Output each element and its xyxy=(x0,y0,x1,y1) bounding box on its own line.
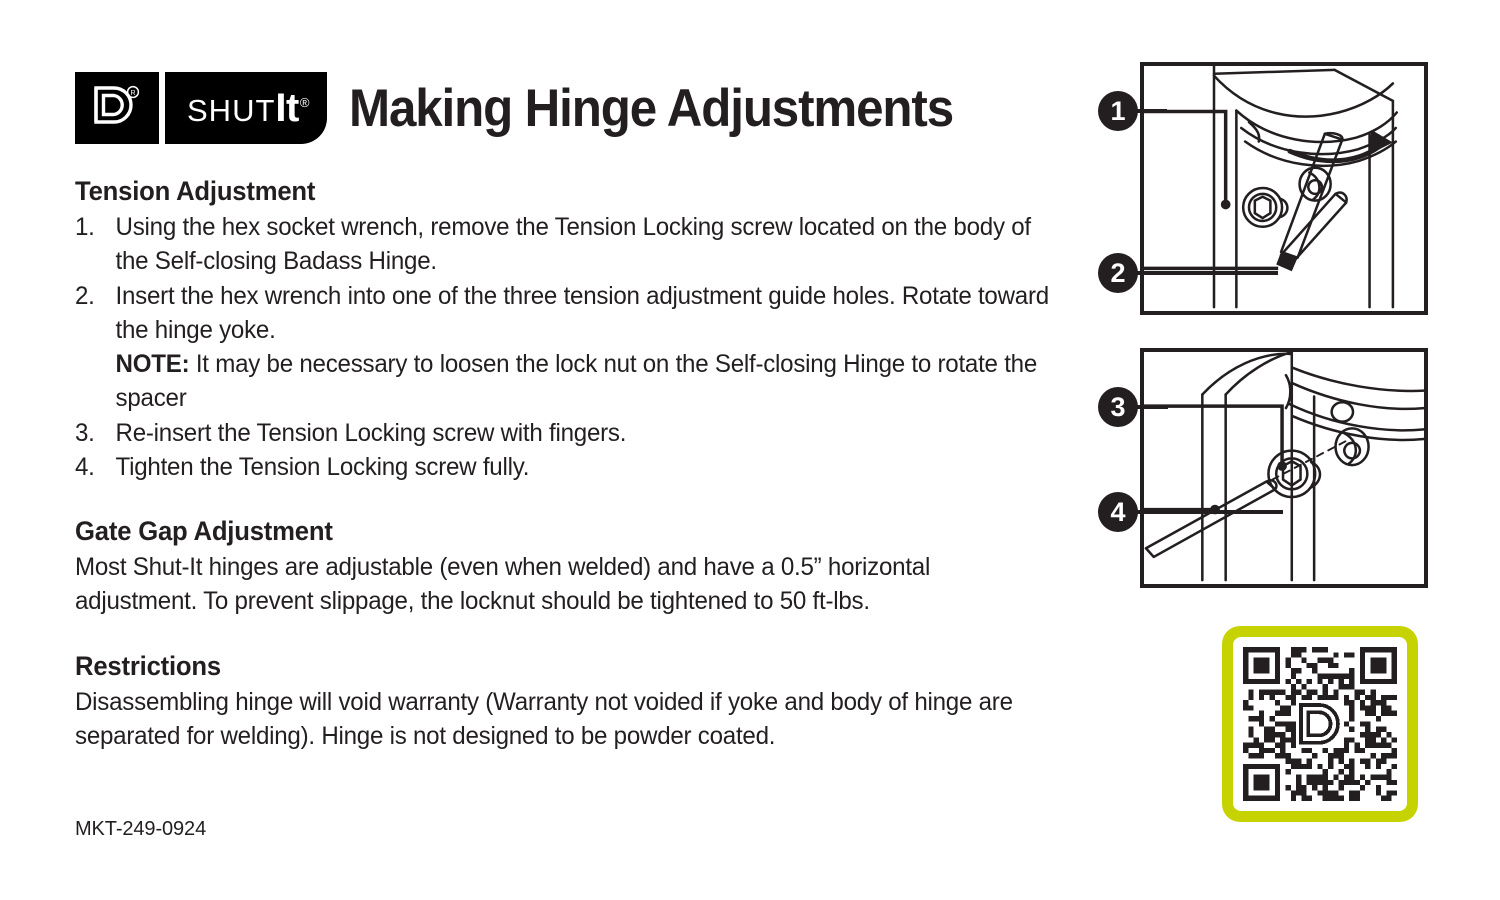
callout-leader-2 xyxy=(1133,271,1278,275)
list-item: 2. Insert the hex wrench into one of the … xyxy=(75,279,1050,416)
step-number: 4. xyxy=(75,452,95,481)
step-text: Using the hex socket wrench, remove the … xyxy=(115,213,1032,276)
step-number: 2. xyxy=(75,281,95,310)
callout-badge-4: 4 xyxy=(1098,492,1138,532)
callout-badge-1: 1 xyxy=(1098,91,1138,131)
list-item: 4. Tighten the Tension Locking screw full… xyxy=(75,450,1050,484)
callout-leader-1 xyxy=(1133,109,1167,113)
callout-badge-2: 2 xyxy=(1098,253,1138,293)
note-text: It may be necessary to loosen the lock n… xyxy=(115,350,1038,413)
svg-text:R: R xyxy=(130,90,135,97)
hinge-tension-screw-diagram xyxy=(1140,62,1428,315)
note-label: NOTE: xyxy=(115,350,190,378)
qr-code[interactable] xyxy=(1222,626,1418,822)
qr-code-matrix xyxy=(1233,637,1407,811)
list-item: 1. Using the hex socket wrench, remove th… xyxy=(75,210,1050,279)
wordmark-shut: SHUT xyxy=(187,93,276,128)
wordmark-it: It xyxy=(275,86,299,130)
document-code: MKT-249-0924 xyxy=(75,818,207,840)
callout-badge-3: 3 xyxy=(1098,387,1138,427)
tension-steps-list: 1. Using the hex socket wrench, remove th… xyxy=(75,210,1085,484)
callout-leader-4 xyxy=(1133,510,1283,514)
section-heading-tension: Tension Adjustment xyxy=(75,176,316,206)
instructions-column: Tension Adjustment 1. Using the hex socke… xyxy=(75,176,1085,753)
step-number: 3. xyxy=(75,418,95,447)
shutit-d-logo-icon: R xyxy=(75,72,159,144)
step-text: Tighten the Tension Locking screw fully. xyxy=(115,452,530,481)
page-title: Making Hinge Adjustments xyxy=(348,78,954,138)
registered-trademark-icon: ® xyxy=(299,95,310,110)
step-text: Re-insert the Tension Locking screw with… xyxy=(115,418,627,447)
section-heading-restrictions: Restrictions xyxy=(75,650,221,681)
step-number: 1. xyxy=(75,213,95,241)
step-text: Insert the hex wrench into one of the th… xyxy=(115,281,1050,344)
list-item: 3. Re-insert the Tension Locking screw wi… xyxy=(75,416,1050,450)
callout-leader-3 xyxy=(1133,405,1168,409)
section-heading-gate-gap: Gate Gap Adjustment xyxy=(75,516,333,546)
gate-gap-body: Most Shut-It hinges are adjustable (even… xyxy=(75,553,931,616)
hinge-reinsert-screw-diagram xyxy=(1140,348,1428,588)
restrictions-body: Disassembling hinge will void warranty (… xyxy=(75,687,1013,750)
